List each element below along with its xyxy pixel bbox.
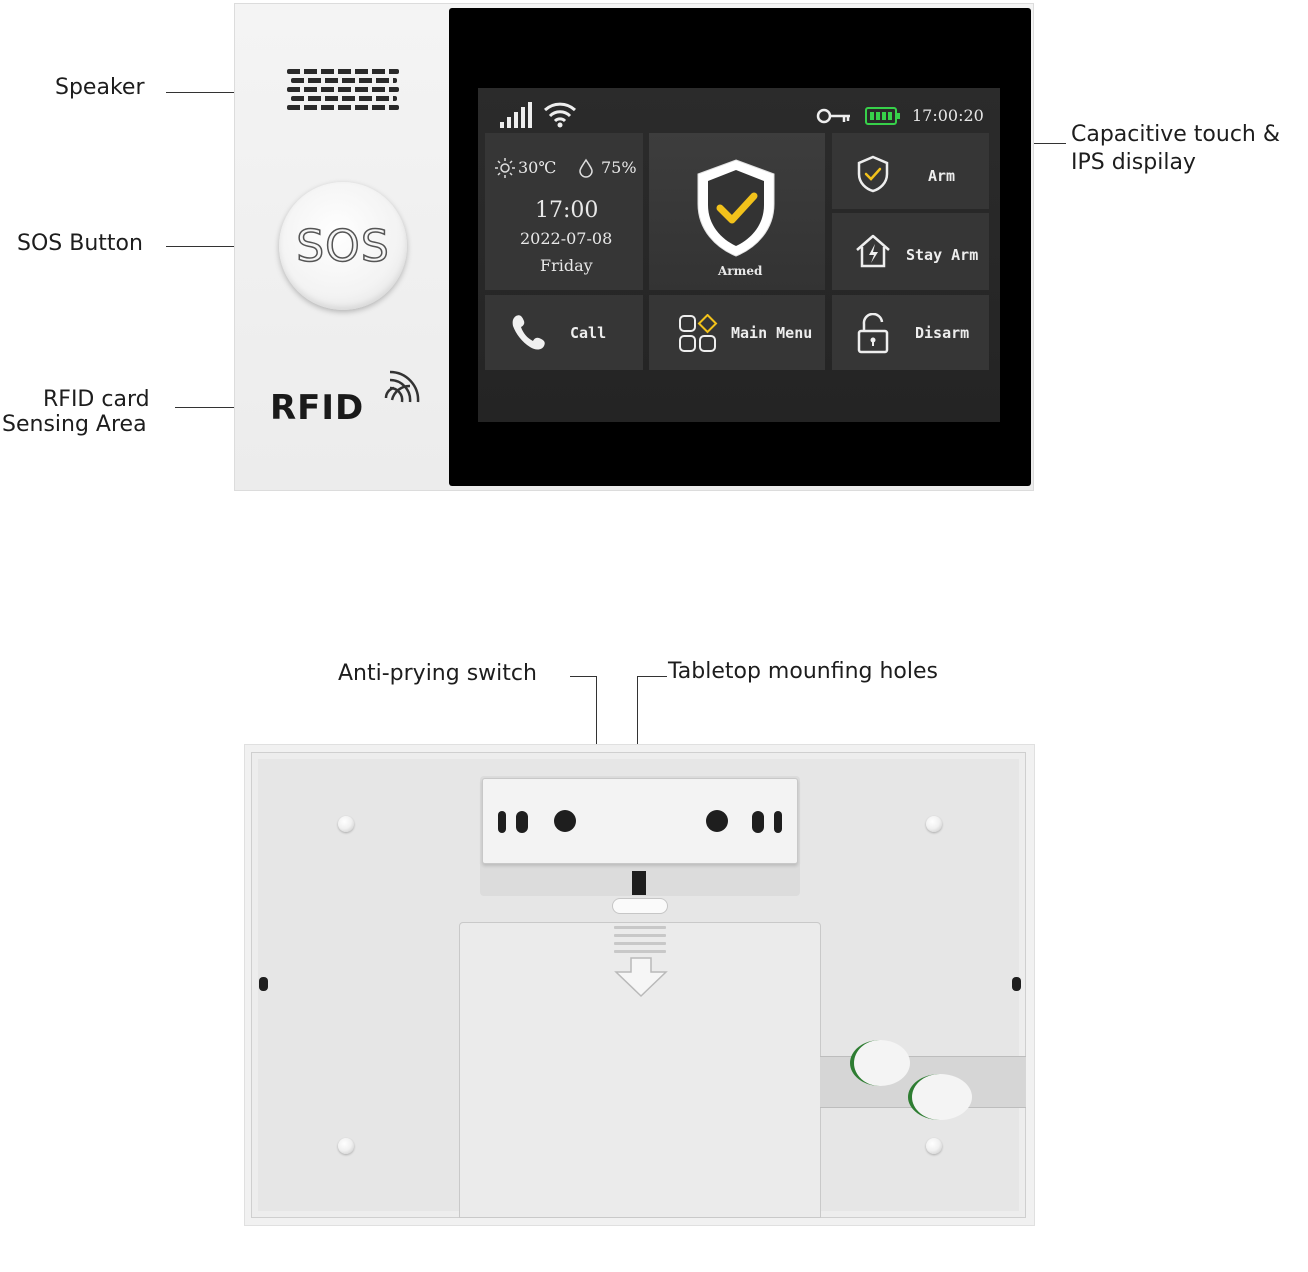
callout-sos-button: SOS Button bbox=[17, 231, 143, 256]
screw-head bbox=[926, 1138, 942, 1154]
status-clock: 17:00:20 bbox=[912, 106, 984, 125]
unlock-icon bbox=[857, 313, 889, 354]
callout-speaker: Speaker bbox=[55, 75, 145, 100]
mounting-hole bbox=[706, 810, 728, 832]
screw-head bbox=[338, 816, 354, 832]
callout-mounting-holes: Tabletop mounfing holes bbox=[668, 659, 938, 684]
stay-arm-button[interactable] bbox=[832, 213, 989, 290]
grip-line bbox=[614, 934, 666, 937]
droplet-icon bbox=[579, 158, 593, 178]
main-menu-button-label: Main Menu bbox=[731, 324, 813, 342]
humidity: 75% bbox=[601, 158, 637, 177]
speaker-grille bbox=[287, 69, 399, 111]
callout-display-line2: IPS dispilay bbox=[1071, 150, 1196, 175]
clock-date: 2022-07-08 bbox=[520, 229, 613, 248]
arrow-down-icon bbox=[614, 957, 668, 998]
callout-rfid-line1: RFID card bbox=[43, 387, 150, 412]
leader-rfid bbox=[175, 407, 273, 408]
screw-head bbox=[338, 1138, 354, 1154]
call-button[interactable] bbox=[485, 295, 643, 370]
clock-weather-tile bbox=[485, 133, 643, 290]
slot-hole bbox=[498, 811, 506, 833]
leader-mounting-h bbox=[637, 676, 667, 677]
grip-line bbox=[614, 926, 666, 929]
shield-check-icon bbox=[697, 159, 775, 257]
mounting-bracket bbox=[482, 778, 798, 864]
phone-icon bbox=[512, 315, 545, 350]
callout-rfid-line2: Sensing Area bbox=[2, 412, 147, 437]
side-hole bbox=[259, 977, 268, 991]
disarm-button-label: Disarm bbox=[915, 324, 970, 342]
sun-icon bbox=[495, 158, 515, 178]
wire-grommet bbox=[908, 1074, 972, 1120]
armed-status-label: Armed bbox=[718, 264, 763, 278]
rfid-label: RFID bbox=[270, 388, 365, 428]
mounting-hole bbox=[554, 810, 576, 832]
home-alert-icon bbox=[856, 234, 890, 268]
callout-display-line1: Capacitive touch & bbox=[1071, 122, 1280, 147]
slot-hole bbox=[752, 811, 764, 833]
key-icon bbox=[816, 108, 850, 124]
arm-button-label: Arm bbox=[928, 167, 956, 185]
screw-head bbox=[926, 816, 942, 832]
anti-prying-switch bbox=[632, 871, 646, 895]
rfid-waves-icon bbox=[384, 370, 420, 403]
leader-speaker bbox=[166, 92, 290, 93]
temperature: 30℃ bbox=[518, 158, 557, 177]
clock-time: 17:00 bbox=[535, 198, 599, 223]
side-hole bbox=[1012, 977, 1021, 991]
cover-latch[interactable] bbox=[612, 898, 668, 914]
slot-hole bbox=[516, 811, 528, 833]
battery-icon bbox=[865, 107, 900, 125]
slot-hole bbox=[774, 811, 782, 833]
callout-anti-prying: Anti-prying switch bbox=[338, 661, 537, 686]
signal-icon bbox=[500, 102, 532, 128]
wire-grommet bbox=[850, 1040, 910, 1086]
grip-line bbox=[614, 950, 666, 953]
grip-line bbox=[614, 942, 666, 945]
wifi-icon bbox=[543, 102, 577, 128]
sos-button-label: SOS bbox=[296, 220, 390, 273]
leader-anti-prying-h bbox=[570, 676, 597, 677]
main-menu-button[interactable] bbox=[649, 295, 825, 370]
clock-weekday: Friday bbox=[540, 256, 593, 275]
leader-sos bbox=[166, 246, 284, 247]
call-button-label: Call bbox=[570, 324, 607, 342]
stay-arm-button-label: Stay Arm bbox=[906, 246, 979, 264]
sos-button[interactable]: SOS bbox=[279, 182, 407, 310]
shield-check-icon bbox=[857, 155, 889, 193]
apps-icon bbox=[679, 314, 718, 352]
